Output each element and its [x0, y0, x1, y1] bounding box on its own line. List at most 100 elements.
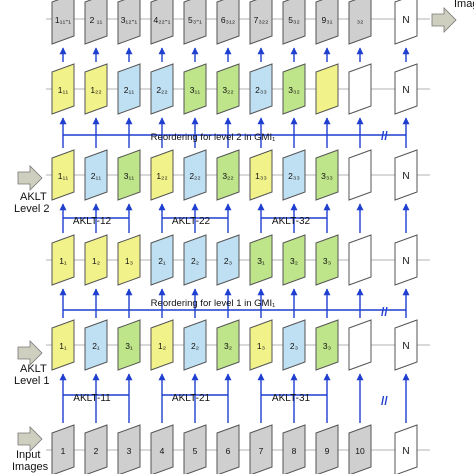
image-cell: 2₃ [282, 319, 306, 371]
image-cell: 1₃ [117, 234, 141, 286]
image-cell-label: N [402, 85, 409, 96]
image-cell-shape [84, 319, 108, 371]
image-cell-label: 1₃₃ [255, 171, 267, 181]
image-cell-shape [84, 234, 108, 286]
image-cell-label: 3₁₁ [124, 171, 135, 181]
aklt-label-21: AKLT-21 [172, 393, 211, 404]
image-cell-label: N [402, 171, 409, 182]
image-cell: 1₃ [249, 319, 273, 371]
image-cell-label: N [402, 256, 409, 267]
image-cell: 2₁ [150, 234, 174, 286]
image-cell: 3 [117, 424, 141, 474]
image-cell-label: 3 [127, 446, 132, 456]
image-cell: 1₂₂ [84, 63, 108, 115]
image-cell-label: 2₃₃ [255, 85, 267, 95]
image-cell: N [394, 0, 418, 45]
image-cell: 2 [84, 424, 108, 474]
image-cell: 6 [216, 424, 240, 474]
image-cell-label: 2₂ [191, 256, 199, 266]
image-cell-shape [282, 149, 306, 201]
image-cell-shape [282, 63, 306, 115]
image-cell: 2₂ [183, 319, 207, 371]
image-cell [315, 63, 339, 115]
image-cell-shape [249, 63, 273, 115]
image-cell-label: 3₁₁ [190, 85, 201, 95]
image-cell: 6₃₁₂ [216, 0, 240, 45]
image-cell-label: 5₃-₁ [188, 15, 202, 25]
input-label-line2: Images [12, 461, 49, 473]
image-cell-shape [51, 63, 75, 115]
image-cell-shape [51, 0, 75, 45]
image-cell-shape [249, 234, 273, 286]
image-cell: 9₃₁ [315, 0, 339, 45]
image-cell-label: 3₃ [323, 341, 331, 351]
image-cell-shape [249, 0, 273, 45]
reorder-label-level1: Reordering for level 1 in GMI₁ [151, 298, 276, 309]
image-cell-label: 5 [193, 446, 198, 456]
image-cell-shape [315, 149, 339, 201]
image-cell-shape [348, 149, 372, 201]
image-cell [348, 63, 372, 115]
image-cell: N [394, 149, 418, 201]
image-cell-label: 2₃ [224, 256, 232, 266]
image-cell-label: ₃₂ [357, 15, 364, 25]
image-cell-shape [183, 234, 207, 286]
image-cell: 2₂₂ [183, 149, 207, 201]
image-cell-label: 3₁ [257, 256, 265, 266]
aklt-label-12: AKLT-12 [73, 216, 112, 227]
image-cell-shape [51, 424, 75, 474]
image-cell: 3₁₁ [117, 149, 141, 201]
image-cell: 2₂₂ [150, 63, 174, 115]
image-cell: N [394, 234, 418, 286]
image-cell-label: 1₁ [59, 256, 67, 266]
image-cell [348, 234, 372, 286]
image-cell [348, 149, 372, 201]
image-cell-shape [315, 0, 339, 45]
image-cell: 3₂₂ [216, 149, 240, 201]
image-cell: 3₁ [249, 234, 273, 286]
image-cell: 1₂ [84, 234, 108, 286]
aklt-label-32: AKLT-32 [272, 216, 311, 227]
image-cell-label: 4 [160, 446, 165, 456]
level1-label-line2: Level 1 [14, 375, 49, 387]
image-cell-shape [315, 63, 339, 115]
image-cell: 1₁ [51, 319, 75, 371]
image-cell-shape [150, 234, 174, 286]
image-cell-shape [183, 319, 207, 371]
image-cell-label: 1₂ [92, 256, 100, 266]
image-cell: 3₃₂ [282, 63, 306, 115]
image-cell-label: 9₃₁ [321, 15, 332, 25]
image-cell-shape [394, 149, 418, 201]
image-cell: 1₁₁ [51, 63, 75, 115]
image-cell: 3₂₂ [216, 63, 240, 115]
image-cell: 1₁ [51, 234, 75, 286]
image-cell-label: 1₁₁-₁ [55, 15, 71, 25]
image-cell-label: 2 ₁₁ [90, 15, 103, 25]
image-cell: N [394, 63, 418, 115]
aklt-label-31: AKLT-31 [272, 393, 311, 404]
image-cell-shape [117, 149, 141, 201]
image-cell-shape [117, 0, 141, 45]
image-cell: 4 [150, 424, 174, 474]
image-cell-shape [183, 0, 207, 45]
image-cell-shape [394, 63, 418, 115]
aklt-label-11: AKLT-11 [73, 393, 111, 404]
image-cell: ₃₂ [348, 0, 372, 45]
image-cell-shape [84, 149, 108, 201]
image-cell: 2₃ [216, 234, 240, 286]
image-cell-label: 7₃₂₂ [254, 15, 269, 25]
image-cell-label: N [402, 341, 409, 352]
side-label-output-images: Images [431, 0, 474, 33]
image-cell: 10 [348, 424, 372, 474]
image-cell-label: 1₃ [125, 256, 133, 266]
image-cell-shape [249, 424, 273, 474]
image-cell-label: 1₃ [257, 341, 265, 351]
image-cell: 1₂ [150, 319, 174, 371]
image-cell-shape [216, 319, 240, 371]
image-cell: 1₂₂ [150, 149, 174, 201]
image-cell-shape [348, 234, 372, 286]
image-cell-label: 3₂₂ [222, 171, 233, 181]
image-cell-shape [150, 319, 174, 371]
level1-label-line1: AKLT [20, 363, 47, 375]
